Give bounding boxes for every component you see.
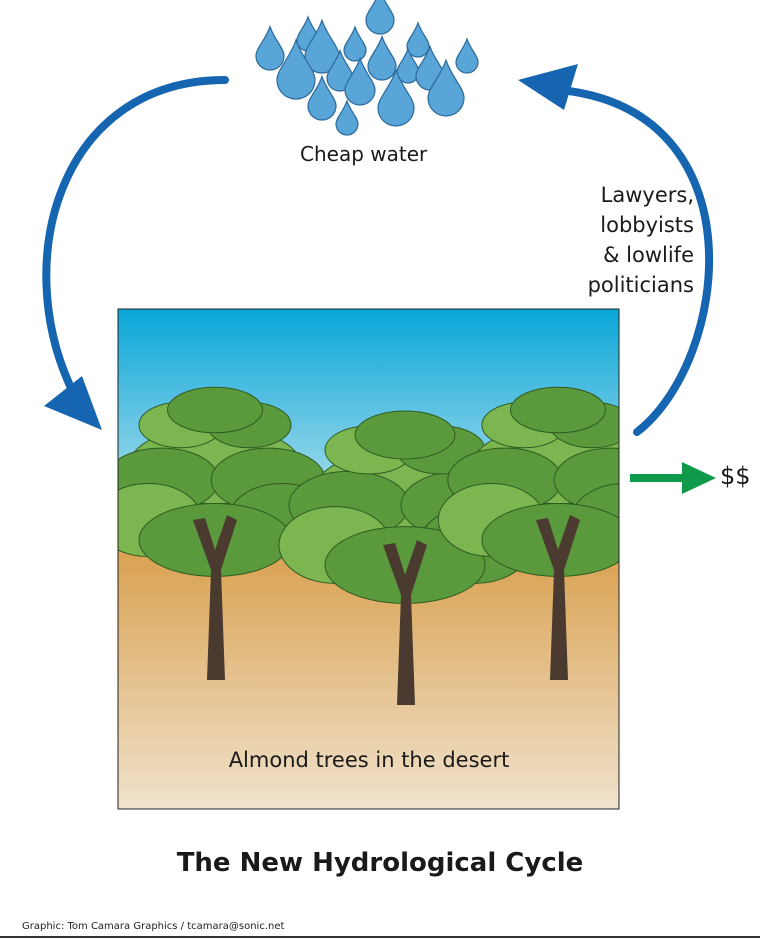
tree-trunk	[383, 540, 427, 705]
almond-trees	[118, 386, 619, 705]
tree-trunk	[536, 515, 580, 680]
bottom-rule	[0, 936, 760, 938]
graphic-credit: Graphic: Tom Camara Graphics / tcamara@s…	[22, 921, 285, 932]
water-drop	[276, 38, 316, 100]
water-drop	[367, 34, 397, 81]
water-drop	[377, 68, 415, 127]
almond-orchard-scene	[118, 309, 619, 809]
water-drop	[307, 74, 337, 121]
leaf-cluster	[354, 410, 456, 460]
money-label: $$	[720, 462, 751, 490]
actors-line-3: & lowlife	[603, 243, 694, 267]
money-arrow	[630, 462, 716, 494]
water-drop	[255, 24, 285, 71]
leaf-cluster	[167, 386, 263, 434]
cheap-water-label: Cheap water	[300, 142, 428, 166]
water-drop	[396, 47, 420, 84]
water-drop	[335, 99, 359, 136]
actors-line-4: politicians	[587, 273, 694, 297]
tree-trunk	[193, 515, 237, 680]
lawyers-lobbyists-politicians-label: Lawyers, lobbyists & lowlife politicians	[588, 180, 694, 300]
scene-frame	[117, 308, 620, 810]
water-drop	[304, 18, 340, 74]
water-drop	[455, 37, 479, 74]
cheap-water-drops	[255, 0, 479, 136]
leaf-cluster	[510, 386, 606, 434]
water-drop	[326, 48, 354, 92]
water-to-orchard-arrow	[42, 76, 229, 430]
water-drop	[365, 0, 395, 35]
water-drop	[427, 58, 465, 117]
water-drop	[344, 56, 376, 106]
left-arrow-head	[44, 376, 102, 430]
orchard-to-water-arrow	[518, 64, 714, 436]
diagram-title: The New Hydrological Cycle	[176, 848, 584, 878]
almond-tree	[437, 386, 619, 680]
water-drop	[343, 25, 367, 62]
money-arrow-head	[682, 462, 716, 494]
actors-line-2: lobbyists	[600, 213, 694, 237]
actors-line-1: Lawyers,	[600, 183, 694, 207]
water-drop	[406, 21, 430, 58]
scene-caption: Almond trees in the desert	[228, 748, 510, 772]
right-arrow-head	[518, 64, 578, 110]
